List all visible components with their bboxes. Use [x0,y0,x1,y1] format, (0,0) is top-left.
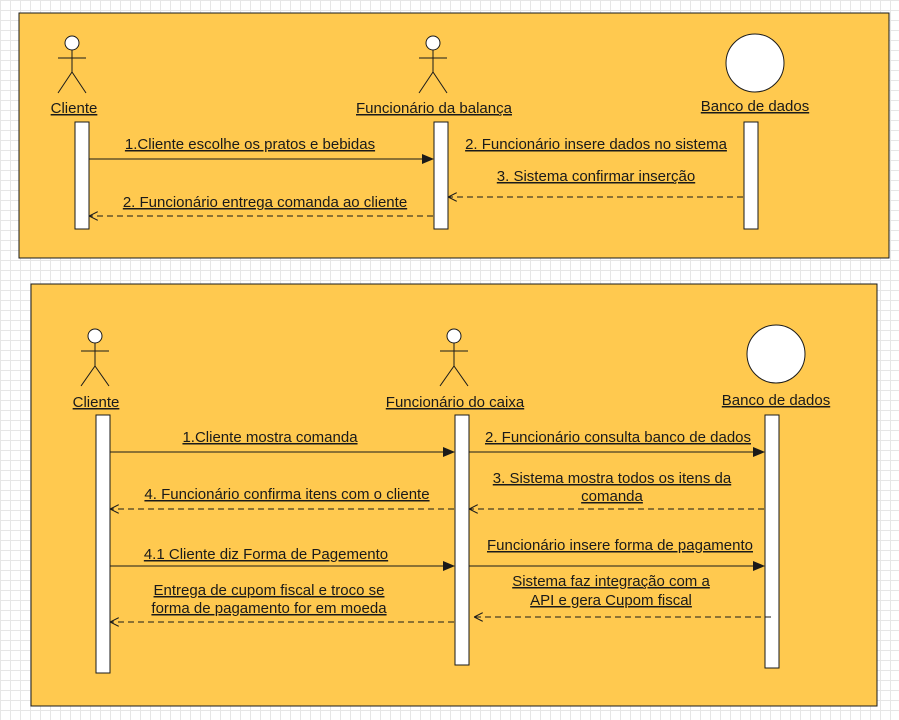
lifeline-banco[interactable] [743,121,759,230]
actor-funcionario-caixa[interactable] [439,328,469,387]
actor-cliente[interactable] [80,328,110,387]
sequence-diagram-balanca: Cliente Funcionário da balança Banco de … [18,12,890,259]
actor-head [446,328,462,344]
actor-head [87,328,103,344]
lifeline-cliente[interactable] [74,121,90,230]
message-label-2: 2. Funcionário consulta banco de dados [485,429,751,446]
actor-label-funcionario-caixa: Funcionário do caixa [386,394,525,411]
sequence-diagram-caixa: Cliente Funcionário do caixa Banco de da… [30,283,878,707]
actor-label-cliente: Cliente [51,100,98,117]
message-label-2: 2. Funcionário insere dados no sistema [465,136,727,153]
message-label-3-line2: comanda [581,488,643,505]
message-label-7-line1: Sistema faz integração com a [512,573,710,590]
lifeline-funcionario-caixa[interactable] [454,414,470,666]
entity-label-banco: Banco de dados [722,392,830,409]
actor-cliente[interactable] [57,35,87,94]
message-label-8-line2: forma de pagamento for em moeda [151,600,387,617]
lifeline-funcionario-balanca[interactable] [433,121,449,230]
message-label-3: 3. Sistema confirmar inserção [497,168,695,185]
lifeline-cliente[interactable] [95,414,111,674]
lifeline-banco[interactable] [764,414,780,669]
message-label-5: 4.1 Cliente diz Forma de Pagemento [144,546,388,563]
actor-label-cliente: Cliente [73,394,120,411]
entity-label-banco: Banco de dados [701,98,809,115]
entity-banco-de-dados-icon[interactable] [746,324,806,384]
actor-head [425,35,441,51]
actor-head [64,35,80,51]
message-label-3-line1: 3. Sistema mostra todos os itens da [493,470,732,487]
entity-banco-de-dados-icon[interactable] [725,33,785,93]
message-label-7-line2: API e gera Cupom fiscal [530,592,692,609]
actor-funcionario-balanca[interactable] [418,35,448,94]
message-label-4: 2. Funcionário entrega comanda ao client… [123,194,407,211]
message-label-6: Funcionário insere forma de pagamento [487,537,753,554]
actor-label-funcionario-balanca: Funcionário da balança [356,100,513,117]
message-label-4: 4. Funcionário confirma itens com o clie… [144,486,429,503]
message-label-8-line1: Entrega de cupom fiscal e troco se [154,582,385,599]
message-label-1: 1.Cliente escolhe os pratos e bebidas [125,136,375,153]
message-label-1: 1.Cliente mostra comanda [182,429,358,446]
